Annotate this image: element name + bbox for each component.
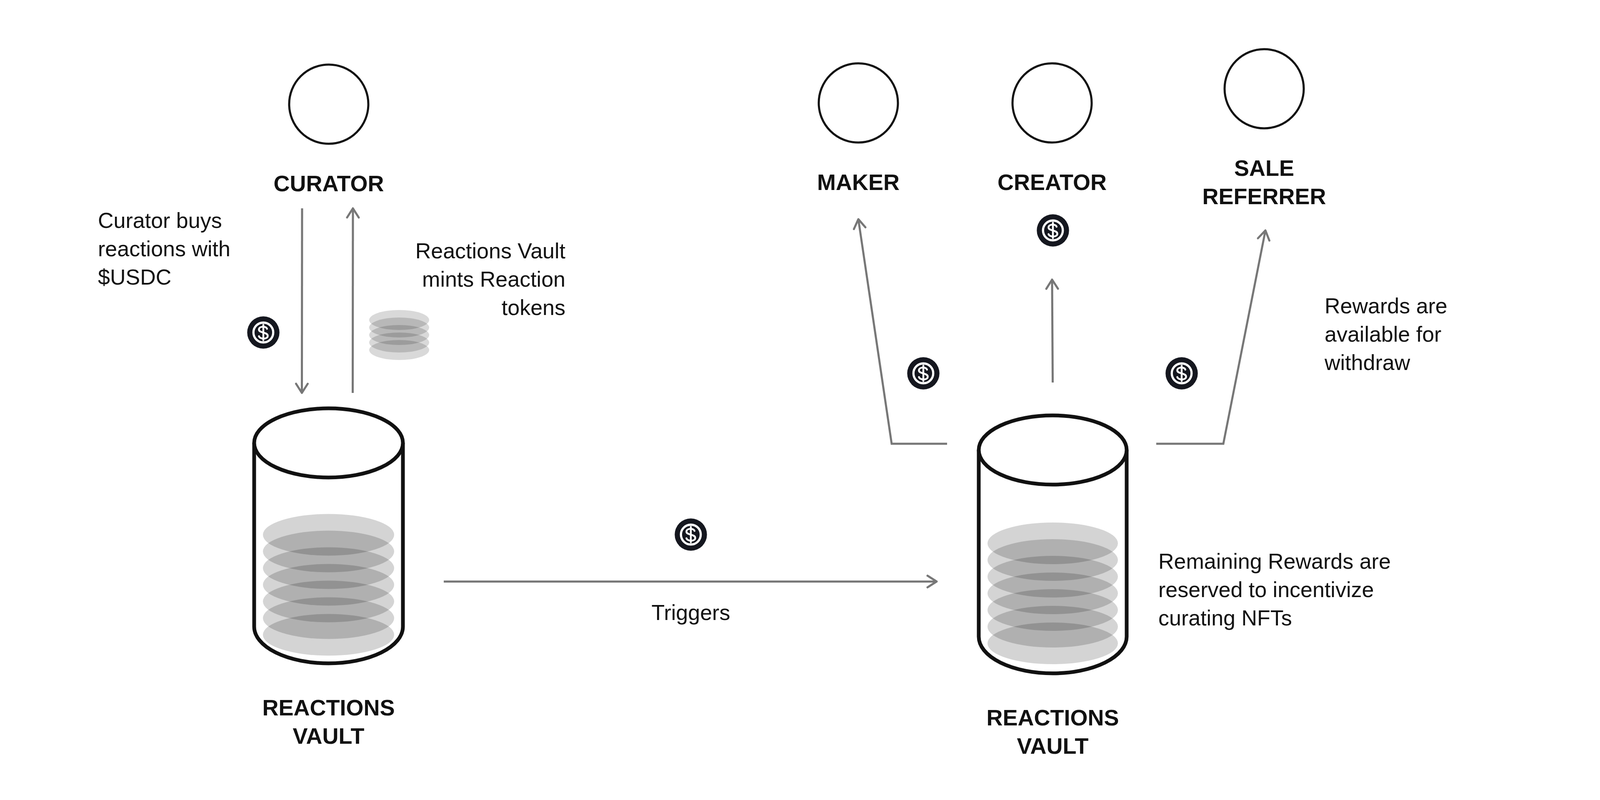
actor-circle (253, 63, 404, 145)
cylinder-shape (976, 413, 1129, 674)
actor-node: CREATOR (977, 62, 1128, 197)
usdc-coin-icon (674, 518, 707, 551)
circle-outline (818, 63, 898, 143)
node-heading: SALE REFERRER (1195, 153, 1333, 211)
node-heading: REACTIONS VAULT (232, 693, 425, 750)
usdc-coin-icon (1036, 214, 1069, 247)
edge-label: Reactions Vault mints Reaction tokens (373, 236, 566, 322)
actor-circle (783, 62, 934, 144)
node-heading: REACTIONS VAULT (957, 703, 1149, 760)
usdc-coin-icon (1165, 357, 1198, 390)
actor-circle (977, 62, 1128, 144)
actor-node: MAKER (783, 62, 934, 197)
flow-arrow (443, 580, 937, 583)
vault-cylinder: REACTIONS VAULT (252, 406, 405, 664)
actor-circle (1195, 47, 1333, 130)
node-heading: CREATOR (977, 167, 1128, 197)
annotation-note: Rewards are available for withdraw (1324, 291, 1488, 377)
token-disc (987, 622, 1118, 665)
flow-arrow (858, 219, 948, 444)
flow-arrow (1156, 230, 1266, 444)
reaction-token-stack (369, 310, 430, 360)
edge-label: Curator buys reactions with $USDC (97, 206, 278, 292)
actor-node: CURATOR (253, 63, 404, 198)
flow-arrow (300, 208, 304, 393)
token-disc (262, 614, 395, 656)
annotation-note: Remaining Rewards are reserved to incent… (1158, 547, 1442, 633)
usdc-coin-icon (907, 357, 940, 390)
cylinder-top (254, 408, 403, 478)
circle-outline (289, 64, 369, 144)
edge-label: Triggers (607, 598, 775, 627)
actor-node: SALE REFERRER (1195, 47, 1333, 211)
node-heading: MAKER (783, 167, 934, 197)
vault-cylinder: REACTIONS VAULT (976, 413, 1129, 674)
node-heading: CURATOR (253, 169, 404, 198)
cylinder-shape (252, 406, 405, 664)
cylinder-top (978, 415, 1127, 485)
circle-outline (1012, 63, 1092, 143)
usdc-coin-icon (247, 316, 280, 349)
circle-outline (1224, 49, 1304, 129)
flow-arrow (351, 208, 355, 393)
flow-arrow (1052, 279, 1053, 383)
